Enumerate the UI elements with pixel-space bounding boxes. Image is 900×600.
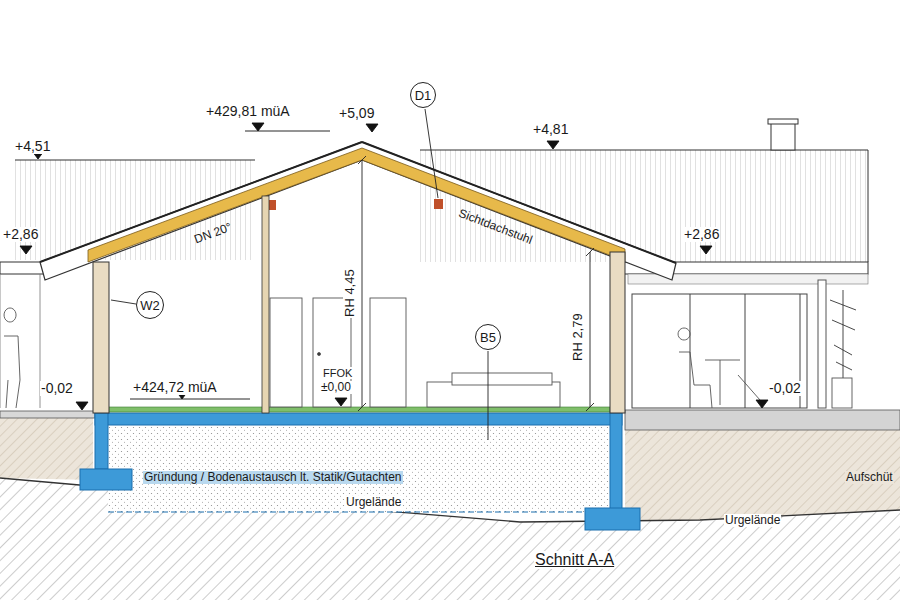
post — [262, 196, 269, 413]
door-handle — [318, 353, 321, 356]
roof-cover — [40, 142, 362, 262]
level-marker — [335, 398, 347, 406]
sofa-back — [452, 373, 552, 385]
downpipe — [818, 280, 826, 408]
dimension-tick — [358, 156, 366, 411]
person-seated — [678, 328, 760, 408]
level-marker — [547, 141, 559, 149]
main-roof — [40, 142, 676, 280]
section-title: Schnitt A-A — [534, 551, 615, 569]
level-label: +424,72 müA — [132, 380, 218, 395]
furniture — [4, 290, 856, 408]
roof-note: Sichtdachstuhl — [456, 206, 535, 247]
footing-left — [80, 469, 132, 490]
terrace-left — [0, 411, 95, 418]
room-height: RH 4,45 — [343, 268, 357, 318]
level-label: -0,02 — [768, 381, 802, 396]
exchange-edge — [108, 512, 610, 513]
roof-outline — [40, 142, 676, 280]
sliding-door — [632, 294, 807, 408]
callout-circle: B5 — [475, 324, 501, 350]
foundation-note: Gründung / Bodenaustausch lt. Statik/Gut… — [143, 471, 403, 484]
level-label: +4,81 — [532, 122, 569, 137]
wall-right — [610, 252, 625, 413]
purlin — [434, 199, 443, 209]
level-line — [130, 399, 250, 400]
callout-number: W2 — [140, 299, 160, 312]
fill-label: Aufschüt — [845, 471, 894, 484]
wall-base-left — [95, 413, 108, 469]
dimension-line — [362, 160, 363, 407]
back-ridge-left — [15, 159, 255, 160]
level-label: -0,02 — [40, 381, 74, 396]
dimension-line — [590, 252, 591, 407]
cabinet — [270, 298, 302, 407]
callout-number: D1 — [415, 89, 432, 102]
level-label: +4,51 — [14, 139, 51, 154]
level-marker — [756, 400, 768, 408]
back-edge — [868, 150, 869, 262]
terrace-right — [625, 410, 900, 430]
level-marker — [700, 246, 712, 254]
door-frame — [745, 294, 746, 408]
leader-lines — [111, 109, 488, 440]
fill-right — [625, 430, 900, 521]
background-buildings — [0, 119, 868, 408]
level-marker — [76, 402, 88, 410]
ground-label: Urgelände — [345, 496, 402, 509]
wall-left — [93, 262, 109, 413]
soil-left — [0, 418, 93, 480]
level-markers — [20, 123, 768, 410]
level-label: +5,09 — [338, 106, 375, 121]
floor-slab — [95, 413, 622, 425]
ground-label: Urgelände — [724, 514, 781, 527]
back-ridge-right — [420, 149, 868, 150]
leader-line — [425, 109, 438, 198]
ground — [0, 410, 900, 600]
chimney-cap — [768, 119, 798, 124]
roof-cover — [362, 142, 676, 263]
level-label: FFOK — [322, 367, 353, 379]
leader-line — [488, 351, 489, 440]
footing-right — [585, 508, 640, 530]
cabinet — [370, 298, 406, 407]
level-label: ±0,00 — [320, 381, 352, 394]
chimney — [771, 123, 795, 150]
soil-exchange — [108, 425, 610, 512]
dimension-tick — [586, 248, 594, 411]
wall-base-right — [610, 413, 622, 509]
plant-pot — [832, 378, 852, 408]
foundation — [80, 407, 640, 530]
dimensions — [358, 156, 594, 411]
leader-line — [111, 300, 136, 304]
level-label: +2,86 — [683, 227, 720, 242]
level-marker — [252, 123, 264, 131]
walls — [93, 196, 625, 413]
plant — [830, 290, 856, 380]
door-frame — [690, 294, 691, 408]
level-label: +2,86 — [2, 227, 39, 242]
callout-circle: D1 — [410, 82, 436, 108]
level-label: +429,81 müA — [205, 104, 291, 119]
back-wall-left — [0, 274, 40, 408]
person-standing — [4, 308, 20, 408]
callout-circle: W2 — [136, 291, 164, 319]
callout-number: B5 — [480, 331, 496, 344]
sofa — [427, 382, 560, 407]
level-marker — [20, 246, 32, 254]
level-marker — [366, 124, 378, 132]
roof-pitch: DN 20° — [192, 220, 235, 246]
room-height: RH 2,79 — [571, 312, 585, 362]
roof-insulation — [88, 148, 625, 262]
